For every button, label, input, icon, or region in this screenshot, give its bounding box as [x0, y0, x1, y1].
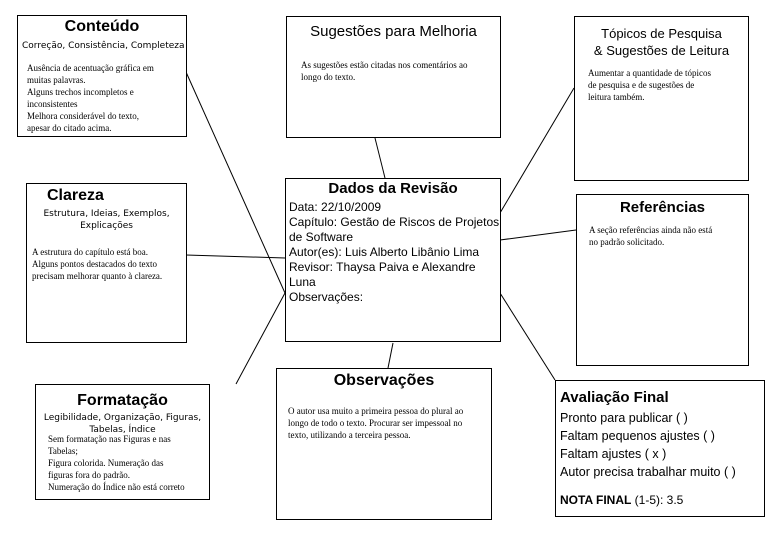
formatacao-line: Sem formatação nas Figuras e nas	[48, 434, 171, 444]
connector-topicos	[499, 87, 575, 214]
connector-clareza	[185, 254, 286, 259]
clareza-body: A estrutura do capítulo está boa. Alguns…	[32, 246, 162, 282]
observacoes-body: O autor usa muito a primeira pessoa do p…	[288, 405, 463, 441]
conteudo-box: Conteúdo Correção, Consistência, Complet…	[17, 15, 187, 137]
formatacao-line: figuras fora do padrão.	[48, 470, 130, 480]
avaliacao-option: Faltam ajustes ( x )	[560, 447, 667, 461]
connector-formatacao	[235, 292, 286, 385]
sugestoes-line: As sugestões estão citadas nos comentári…	[301, 60, 468, 70]
clareza-line: precisam melhorar quanto à clareza.	[32, 271, 163, 281]
topicos-line: leitura também.	[588, 92, 645, 102]
clareza-box: Clareza Estrutura, Ideias, Exemplos, Exp…	[26, 183, 187, 343]
clareza-line: Alguns pontos destacados do texto	[32, 259, 157, 269]
formatacao-title: Formatação	[77, 392, 168, 409]
avaliacao-option: Autor precisa trabalhar muito ( )	[560, 465, 736, 479]
dados-line: Capítulo: Gestão de Riscos de Projetos	[289, 215, 500, 229]
nota-final-value: (1-5): 3.5	[631, 493, 684, 507]
referencias-body: A seção referências ainda não está no pa…	[589, 224, 712, 248]
conteudo-line: muitas palavras.	[27, 75, 86, 85]
clareza-line: A estrutura do capítulo está boa.	[32, 247, 148, 257]
connector-conteudo	[185, 71, 286, 294]
dados-revisao-box: Dados da Revisão Data: 22/10/2009 Capítu…	[285, 178, 501, 342]
avaliacao-option: Faltam pequenos ajustes ( )	[560, 429, 715, 443]
conteudo-line: inconsistentes	[27, 99, 78, 109]
formatacao-line: Figura colorida. Numeração das	[48, 458, 164, 468]
sugestoes-title: Sugestões para Melhoria	[310, 23, 477, 40]
nota-final: NOTA FINAL (1-5): 3.5	[560, 493, 683, 507]
conteudo-line: Alguns trechos incompletos e	[27, 87, 134, 97]
observacoes-line: longo de todo o texto. Procurar ser impe…	[288, 418, 463, 428]
clareza-subtitle-line: Explicações	[80, 221, 133, 231]
clareza-subtitle: Estrutura, Ideias, Exemplos, Explicações	[27, 208, 186, 232]
referencias-line: A seção referências ainda não está	[589, 225, 713, 235]
dados-line: Revisor: Thaysa Paiva e Alexandre	[289, 260, 476, 274]
referencias-line: no padrão solicitado.	[589, 237, 665, 247]
clareza-subtitle-line: Estrutura, Ideias, Exemplos,	[43, 209, 170, 219]
dados-line: de Software	[289, 230, 354, 244]
observacoes-line: texto, utilizando a terceira pessoa.	[288, 430, 411, 440]
dados-line: Autor(es): Luis Alberto Libânio Lima	[289, 245, 480, 259]
clareza-title: Clareza	[47, 187, 104, 204]
connector-observacoes	[387, 342, 394, 369]
topicos-line: Aumentar a quantidade de tópicos	[588, 68, 711, 78]
formatacao-subtitle-line: Legibilidade, Organização, Figuras,	[43, 413, 202, 423]
sugestoes-line: longo do texto.	[301, 72, 356, 82]
topicos-title: Tópicos de Pesquisa & Sugestões de Leitu…	[575, 25, 748, 59]
formatacao-box: Formatação Legibilidade, Organização, Fi…	[35, 384, 210, 500]
nota-final-label: NOTA FINAL	[560, 493, 632, 507]
formatacao-subtitle: Legibilidade, Organização, Figuras, Tabe…	[36, 412, 209, 436]
referencias-box: Referências A seção referências ainda nã…	[576, 194, 749, 366]
connector-referencias	[499, 229, 577, 241]
observacoes-line: O autor usa muito a primeira pessoa do p…	[288, 406, 464, 416]
dados-line: Observações:	[289, 290, 364, 304]
formatacao-line: Numeração do Índice não está correto	[48, 482, 185, 492]
referencias-title: Referências	[619, 199, 706, 216]
dados-line: Data: 22/10/2009	[289, 200, 382, 214]
formatacao-subtitle-line: Tabelas, Índice	[89, 425, 156, 435]
observacoes-box: Observações O autor usa muito a primeira…	[276, 368, 492, 520]
conteudo-line: Melhora considerável do texto,	[27, 111, 139, 121]
connector-sugestoes	[374, 137, 386, 179]
topicos-line: de pesquisa e de sugestões de	[588, 80, 695, 90]
conteudo-subtitle: Correção, Consistência, Completeza	[22, 41, 185, 51]
dados-line: Luna	[289, 275, 316, 289]
avaliacao-option: Pronto para publicar ( )	[560, 411, 688, 425]
topicos-title-line: & Sugestões de Leitura	[593, 43, 730, 58]
avaliacao-options: Pronto para publicar ( ) Faltam pequenos…	[560, 409, 736, 481]
topicos-body: Aumentar a quantidade de tópicos de pesq…	[588, 67, 711, 103]
conteudo-title: Conteúdo	[64, 18, 140, 35]
topicos-title-line: Tópicos de Pesquisa	[601, 26, 722, 41]
conteudo-body: Ausência de acentuação gráfica em muitas…	[27, 62, 154, 134]
avaliacao-box: Avaliação Final Pronto para publicar ( )…	[555, 380, 765, 517]
conteudo-line: apesar do citado acima.	[27, 123, 112, 133]
topicos-box: Tópicos de Pesquisa & Sugestões de Leitu…	[574, 16, 749, 181]
formatacao-body: Sem formatação nas Figuras e nas Tabelas…	[48, 433, 185, 493]
observacoes-title: Observações	[333, 372, 435, 389]
sugestoes-body: As sugestões estão citadas nos comentári…	[301, 59, 467, 83]
sugestoes-box: Sugestões para Melhoria As sugestões est…	[286, 16, 501, 138]
avaliacao-title: Avaliação Final	[560, 389, 669, 406]
dados-revisao-title: Dados da Revisão	[328, 180, 458, 197]
dados-revisao-info: Data: 22/10/2009 Capítulo: Gestão de Ris…	[289, 200, 499, 305]
connector-avaliacao	[499, 292, 556, 381]
formatacao-line: Tabelas;	[48, 446, 78, 456]
conteudo-line: Ausência de acentuação gráfica em	[27, 63, 154, 73]
